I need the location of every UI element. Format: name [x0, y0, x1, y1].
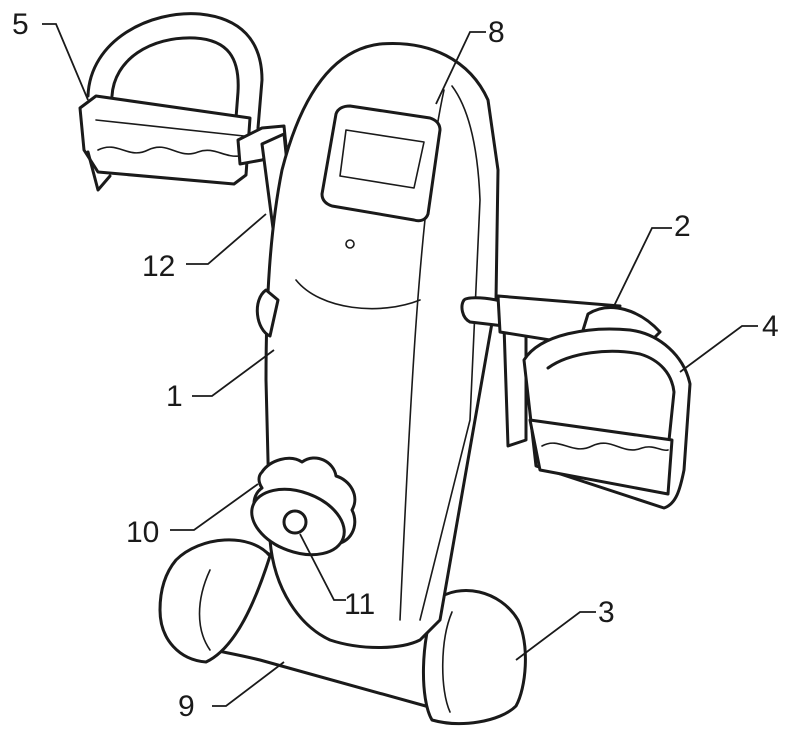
callout-labels: 5 8 12 2 4 1 10 11 3 9 [12, 8, 779, 723]
display-console [320, 104, 442, 223]
leader-10 [170, 483, 259, 531]
label-1: 1 [166, 380, 183, 413]
label-10: 10 [126, 516, 159, 549]
leader-8 [435, 31, 486, 105]
leader-9 [212, 661, 285, 707]
label-5: 5 [12, 8, 29, 41]
leader-11 [299, 533, 346, 601]
left-pedal [78, 12, 264, 192]
label-2: 2 [674, 210, 691, 243]
leader-2 [613, 227, 672, 307]
leader-12 [186, 213, 267, 265]
leader-4 [679, 325, 758, 373]
label-4: 4 [762, 310, 779, 343]
right-pedal [522, 306, 692, 510]
label-12: 12 [142, 250, 175, 283]
leader-1 [192, 349, 275, 397]
label-9: 9 [178, 690, 195, 723]
leader-lines [42, 23, 758, 707]
leader-5 [42, 23, 89, 101]
knob-center-cap [282, 509, 308, 535]
label-3: 3 [598, 596, 615, 629]
leader-3 [515, 611, 596, 661]
label-8: 8 [488, 16, 505, 49]
label-11: 11 [344, 588, 375, 621]
